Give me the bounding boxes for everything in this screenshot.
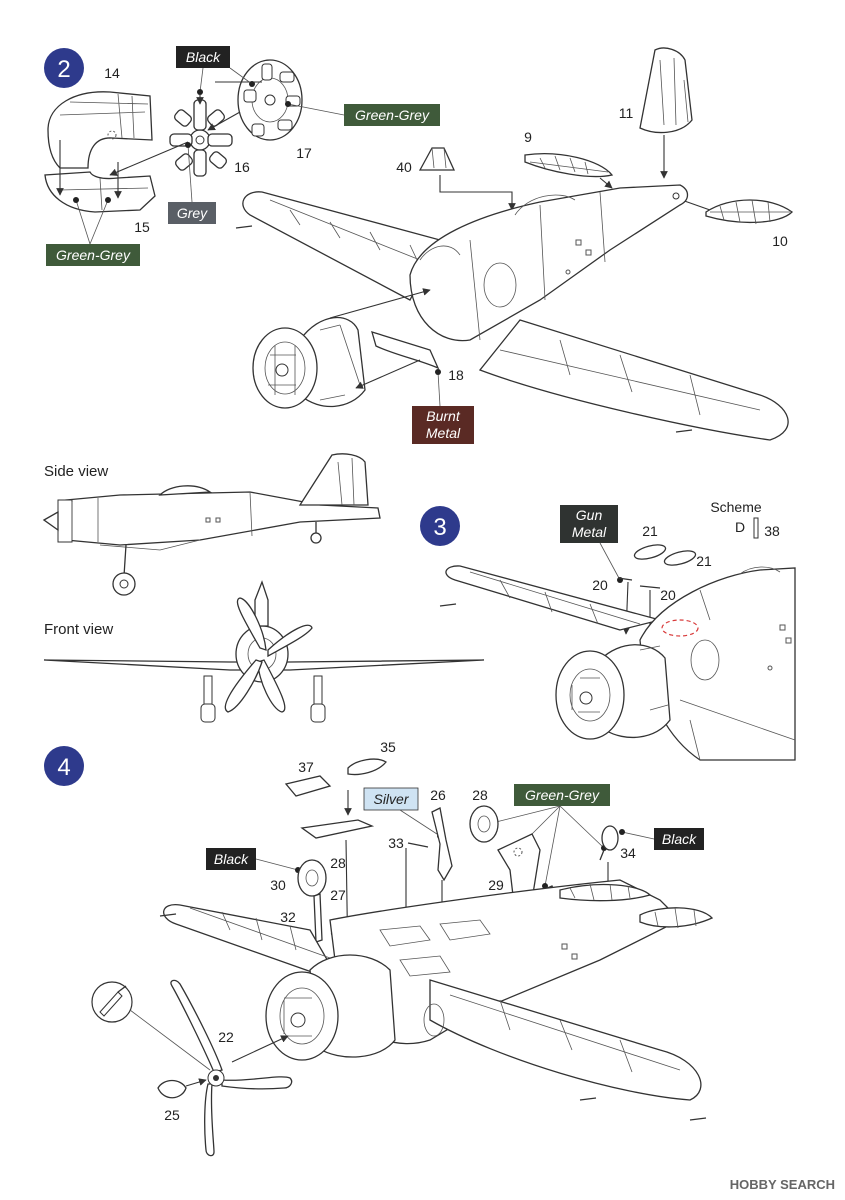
part-number: 28 xyxy=(330,855,346,871)
side-view-label: Side view xyxy=(44,463,108,480)
svg-text:Black: Black xyxy=(214,851,249,867)
svg-text:Black: Black xyxy=(186,49,221,65)
highlight-dashed xyxy=(661,619,699,637)
tailplane-part-9 xyxy=(524,153,614,178)
part-number: 20 xyxy=(592,577,608,593)
canopy-part-40 xyxy=(418,147,456,171)
part-number: 34 xyxy=(620,845,636,861)
svg-text:Green-Grey: Green-Grey xyxy=(525,787,600,803)
lens-parts-21 xyxy=(633,544,697,566)
part-number: 22 xyxy=(218,1029,234,1045)
svg-text:Green-Grey: Green-Grey xyxy=(56,247,131,263)
part-37 xyxy=(284,775,332,797)
part-number: 21 xyxy=(642,523,658,539)
step-3-badge: 3 xyxy=(420,506,460,546)
part-number: 20 xyxy=(660,587,676,603)
part-number: 27 xyxy=(330,887,346,903)
wheel-30 xyxy=(297,859,327,897)
tailplane-part-10 xyxy=(705,199,793,225)
aircraft-step-3 xyxy=(439,565,796,761)
color-tag-green-grey: Green-Grey xyxy=(481,784,610,889)
svg-text:3: 3 xyxy=(433,514,446,541)
propeller-part-22 xyxy=(170,979,293,1157)
color-tag-black: Black xyxy=(206,848,301,873)
ventral-part xyxy=(300,819,375,839)
part-number: 33 xyxy=(388,835,404,851)
part-number: 9 xyxy=(524,129,532,145)
color-tag-gun-metal: Gun Metal xyxy=(560,505,623,583)
watermark: HOBBY SEARCH xyxy=(729,1177,835,1192)
color-tag-black: Black xyxy=(176,46,255,95)
svg-text:Green-Grey: Green-Grey xyxy=(355,107,430,123)
side-view-aircraft xyxy=(42,453,381,596)
color-tag-black: Black xyxy=(619,828,704,850)
part-number: 11 xyxy=(619,105,634,121)
part-35 xyxy=(347,758,387,776)
step-4-badge: 4 xyxy=(44,746,84,786)
cowling-parts-14-15 xyxy=(44,91,156,213)
part-number: 25 xyxy=(164,1107,180,1123)
gear-leg-26 xyxy=(431,807,453,882)
front-view-aircraft xyxy=(43,580,485,723)
front-view-label: Front view xyxy=(44,621,113,638)
scheme-code: D xyxy=(735,519,745,535)
svg-text:Gun: Gun xyxy=(576,507,603,523)
scheme-label: Scheme xyxy=(710,499,762,515)
engine-part-17 xyxy=(237,59,303,141)
color-tag-grey: Grey xyxy=(168,142,216,224)
part-number: 38 xyxy=(764,523,780,539)
color-tag-burnt-metal: Burnt Metal xyxy=(412,369,474,444)
engine-part-16 xyxy=(169,99,233,177)
part-number: 29 xyxy=(488,877,504,893)
part-number: 26 xyxy=(430,787,446,803)
svg-text:2: 2 xyxy=(57,56,70,83)
color-tag-green-grey: Green-Grey xyxy=(285,101,440,126)
gear-leg-27 xyxy=(313,893,323,943)
step-2-badge: 2 xyxy=(44,48,84,88)
part-number: 10 xyxy=(772,233,788,249)
svg-text:Burnt: Burnt xyxy=(426,408,461,424)
svg-text:Silver: Silver xyxy=(373,791,409,807)
part-number: 28 xyxy=(472,787,488,803)
part-number: 21 xyxy=(696,553,712,569)
svg-text:Grey: Grey xyxy=(177,205,208,221)
svg-text:Metal: Metal xyxy=(426,425,461,441)
color-tag-green-grey: Green-Grey xyxy=(46,197,140,266)
wheel-28 xyxy=(469,805,499,843)
part-number: 14 xyxy=(104,65,120,81)
part-38 xyxy=(753,517,759,539)
part-number: 17 xyxy=(296,145,312,161)
cowling-front xyxy=(252,317,366,409)
part-number: 37 xyxy=(298,759,314,775)
part-number: 35 xyxy=(380,739,396,755)
svg-text:Metal: Metal xyxy=(572,524,607,540)
part-number: 18 xyxy=(448,367,464,383)
svg-text:4: 4 xyxy=(57,754,70,781)
tailwheel-34 xyxy=(599,825,619,861)
part-number: 30 xyxy=(270,877,286,893)
part-number: 32 xyxy=(280,909,296,925)
part-number: 40 xyxy=(396,159,412,175)
aircraft-step-4 xyxy=(159,879,714,1121)
spinner-part-25 xyxy=(157,1079,187,1099)
fin-part-11 xyxy=(639,47,693,134)
knife-cut-icon xyxy=(91,981,133,1023)
aircraft-step-2 xyxy=(235,184,789,441)
exhaust-part-18 xyxy=(371,331,440,370)
part-number: 16 xyxy=(234,159,250,175)
svg-text:Black: Black xyxy=(662,831,697,847)
part-number: 15 xyxy=(134,219,150,235)
